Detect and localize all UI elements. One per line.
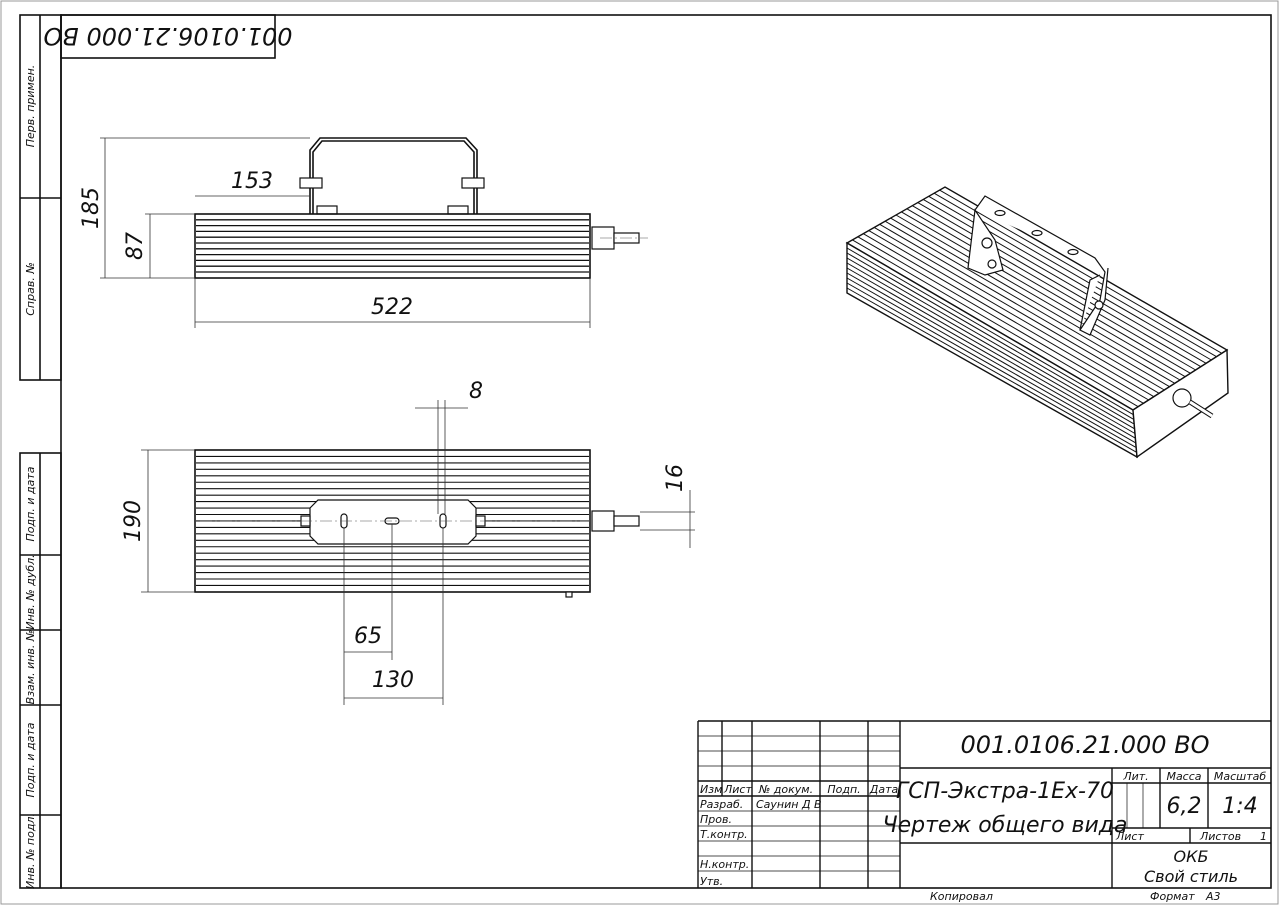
format-label: Формат <box>1150 890 1195 903</box>
iso-fins <box>846 189 1223 453</box>
role-norm-control: Н.контр. <box>700 858 749 871</box>
role-tech-control: Т.контр. <box>700 828 748 841</box>
side-label: Инв. № дубл. <box>24 554 37 629</box>
bolt-left <box>299 177 323 189</box>
mass-label: Масса <box>1166 770 1201 783</box>
fin-line <box>846 252 1135 420</box>
role-developer: Разраб. <box>700 798 743 811</box>
dim-190: 190 <box>121 500 146 542</box>
fin-line <box>846 272 1136 439</box>
housing-body <box>194 213 591 279</box>
hdr-date: Дата <box>869 783 899 796</box>
hdr-doc-no: № докум. <box>758 783 813 796</box>
org-line2: Свой стиль <box>1144 867 1238 886</box>
hdr-izm: Изм <box>700 783 722 796</box>
fin-line <box>895 214 1181 381</box>
hdr-sign: Подп. <box>827 783 860 796</box>
fin-line <box>868 230 1155 398</box>
dim-87: 87 <box>123 232 148 260</box>
drawing-frame <box>60 14 1272 889</box>
hdr-list: Лист <box>723 783 752 796</box>
fin-line <box>917 202 1202 368</box>
side-label: Инв. № подл. <box>24 813 37 889</box>
side-label: Подп. и дата <box>24 466 37 541</box>
mass-value: 6,2 <box>1167 794 1202 819</box>
fin-line <box>912 205 1196 371</box>
fin-line <box>879 223 1165 391</box>
lit-label: Лит. <box>1122 770 1148 783</box>
mounting-bracket <box>309 137 478 214</box>
fin-line <box>863 233 1149 401</box>
side-strip: Перв. примен. Справ. № Подп. и дата Инв.… <box>19 14 62 889</box>
cable <box>613 515 640 527</box>
dim-130: 130 <box>372 668 414 693</box>
fin-line <box>922 199 1207 364</box>
scale-value: 1:4 <box>1222 794 1257 819</box>
side-label: Взам. инв. № <box>24 630 37 705</box>
fin-line <box>846 277 1137 444</box>
fin-line <box>846 282 1137 449</box>
bolt-right <box>461 177 485 189</box>
product-name: ГСП-Экстра-1Ex-70 <box>896 779 1114 804</box>
dim-16: 16 <box>663 464 688 492</box>
role-approved: Утв. <box>700 875 723 888</box>
side-label: Справ. № <box>24 262 37 316</box>
fin-line <box>846 287 1137 453</box>
rotated-stamp: 001.0106.21.000 ВО <box>43 14 293 59</box>
side-label: Перв. примен. <box>24 65 37 148</box>
dim-8: 8 <box>469 379 483 404</box>
iso-cable-gland <box>1172 388 1192 408</box>
developer-name: Саунин Д В <box>756 798 822 811</box>
sheet-label: Лист <box>1115 830 1144 843</box>
rotated-doc-number: 001.0106.21.000 ВО <box>43 22 292 50</box>
fin-line <box>846 247 1134 416</box>
role-checker: Пров. <box>700 813 732 826</box>
sheets-label: Листов <box>1199 830 1241 843</box>
scale-label: Масштаб <box>1214 770 1266 783</box>
copied-label: Копировал <box>930 890 993 903</box>
fin-line <box>890 217 1176 384</box>
fin-line <box>846 257 1135 425</box>
fin-line <box>901 211 1186 378</box>
front-fins <box>196 219 589 273</box>
dim-153: 153 <box>231 169 273 194</box>
cable-gland <box>591 510 615 532</box>
fin-line <box>873 227 1160 394</box>
dim-65: 65 <box>354 624 382 649</box>
dim-185: 185 <box>79 187 104 229</box>
doc-number: 001.0106.21.000 ВО <box>960 731 1209 759</box>
fin-line <box>852 239 1139 408</box>
fin-line <box>906 208 1191 374</box>
dim-522: 522 <box>371 295 413 320</box>
side-label: Подп. и дата <box>24 722 37 797</box>
doc-title: Чертеж общего вида <box>883 813 1128 838</box>
fin-line <box>846 267 1136 434</box>
fin-line <box>846 262 1135 430</box>
format-value: А3 <box>1205 890 1221 903</box>
org-line1: ОКБ <box>1174 847 1209 866</box>
fin-line <box>939 189 1223 354</box>
front-view: 185 87 153 522 <box>79 137 648 328</box>
fin-line <box>884 220 1170 388</box>
title-block: Изм Лист № докум. Подп. Дата Разраб. Про… <box>697 720 1271 903</box>
top-view: 8 190 16 65 130 <box>121 379 695 705</box>
isometric-view <box>845 186 1229 459</box>
fin-line <box>857 236 1144 404</box>
sheets-value: 1 <box>1260 830 1267 843</box>
